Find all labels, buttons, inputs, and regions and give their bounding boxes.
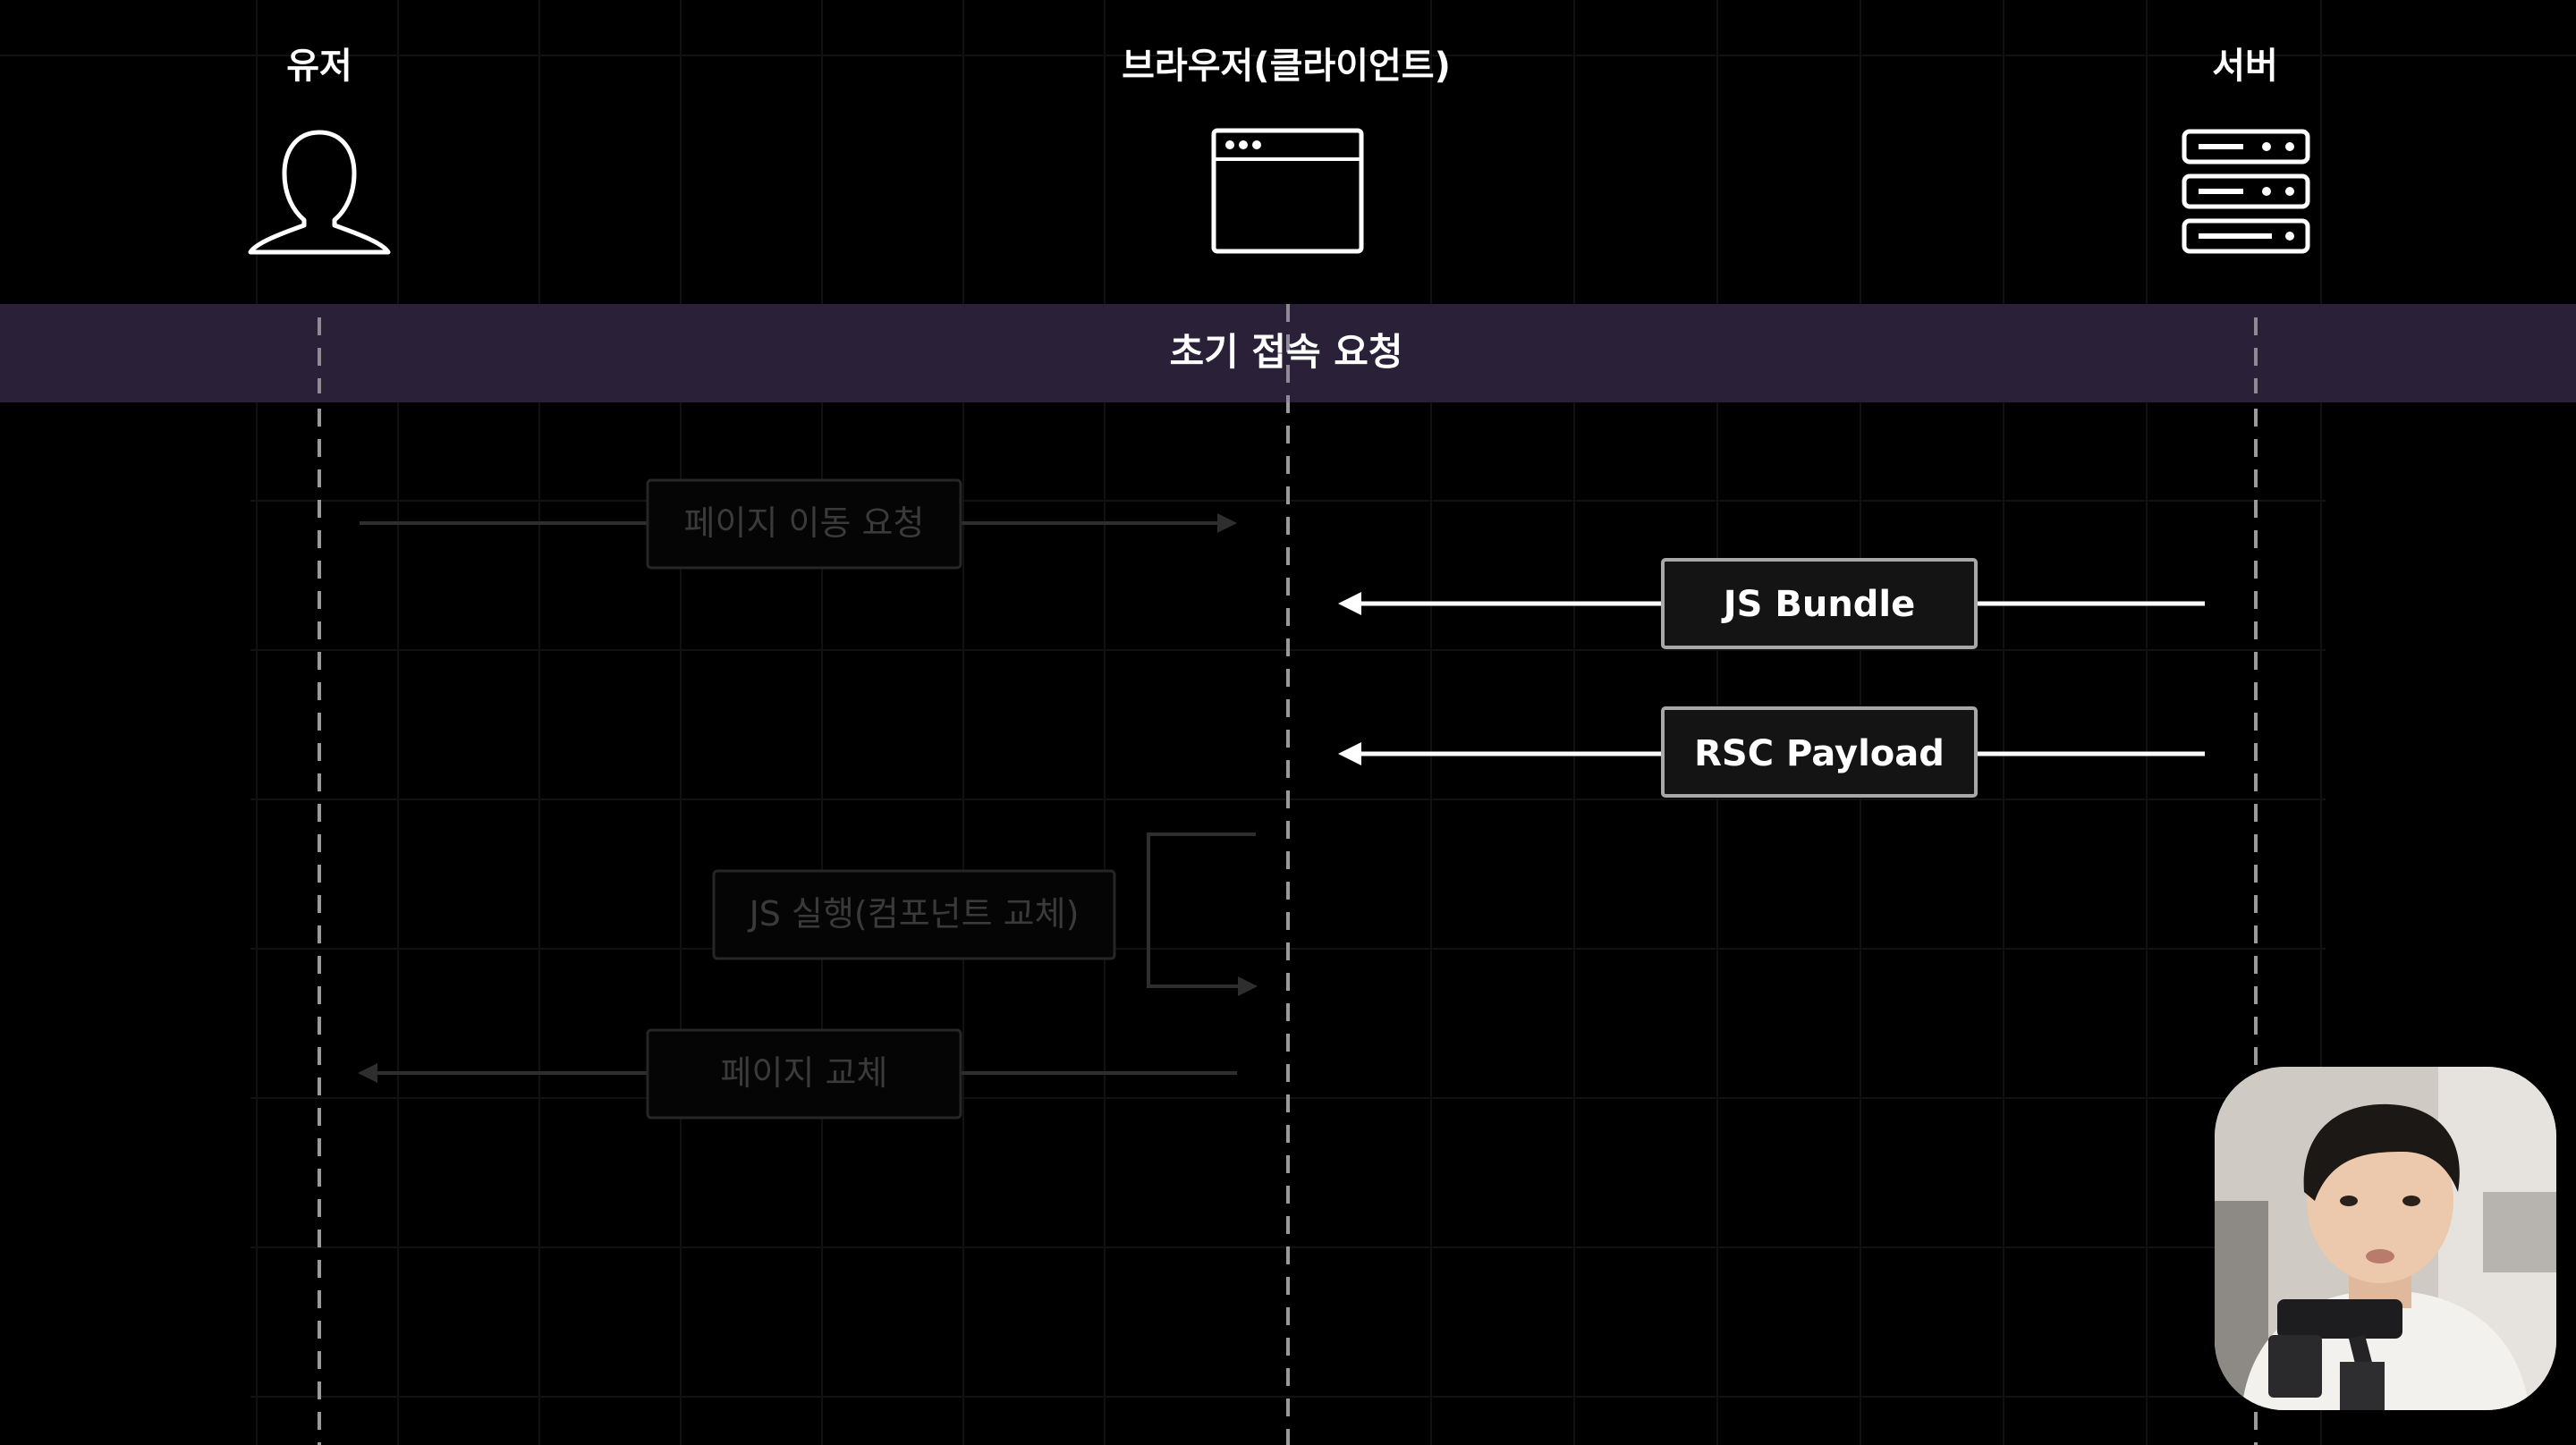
presenter-photo bbox=[2215, 1067, 2556, 1410]
lifelines bbox=[319, 304, 2256, 1445]
actor-label-server: 서버 bbox=[2212, 46, 2278, 87]
actor-label-browser: 브라우저(클라이언트) bbox=[1122, 46, 1451, 87]
message-js-execute: JS 실행(컴포넌트 교체) bbox=[714, 834, 1258, 996]
page-replace-label: 페이지 교체 bbox=[721, 1053, 888, 1093]
presenter-webcam bbox=[2215, 1067, 2556, 1410]
message-js-bundle: JS Bundle bbox=[1338, 560, 2205, 647]
phase-banner-title: 초기 접속 요청 bbox=[1169, 330, 1402, 374]
browser-window-icon bbox=[1214, 131, 1361, 251]
server-rack-icon bbox=[2184, 131, 2308, 251]
actor-label-user: 유저 bbox=[286, 46, 352, 87]
page-move-request-label: 페이지 이동 요청 bbox=[684, 503, 925, 543]
rsc-payload-label: RSC Payload bbox=[1694, 733, 1945, 774]
js-execute-label: JS 실행(컴포넌트 교체) bbox=[748, 894, 1080, 934]
message-rsc-payload: RSC Payload bbox=[1338, 708, 2205, 796]
js-bundle-label: JS Bundle bbox=[1721, 584, 1916, 625]
person-icon bbox=[250, 132, 388, 252]
